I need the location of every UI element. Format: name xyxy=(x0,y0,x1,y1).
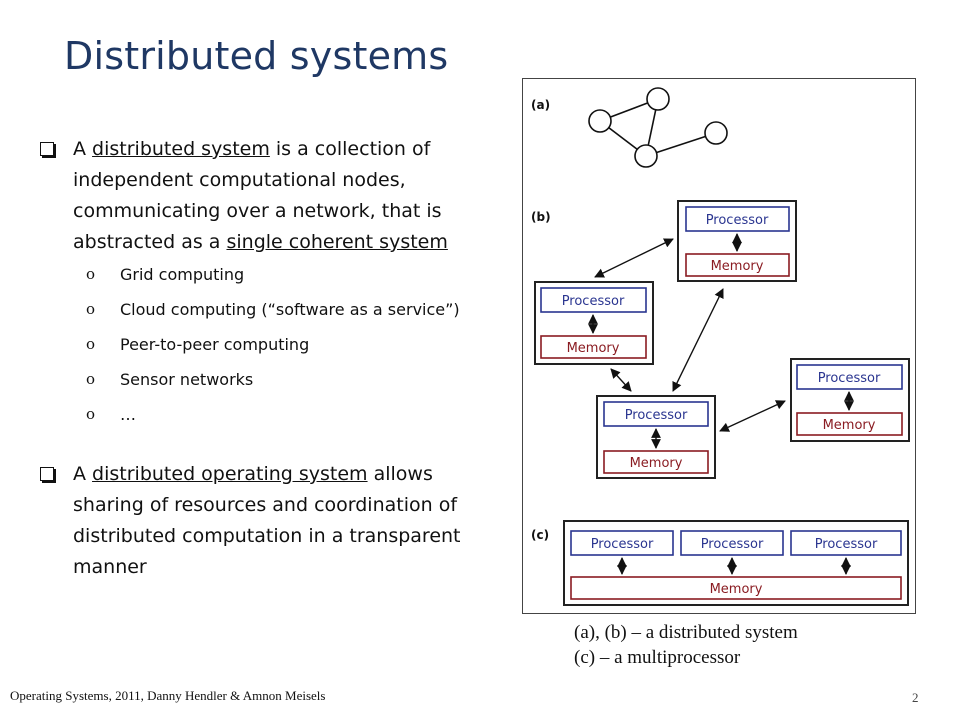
bullet-text-mid: is a collection of independent computati… xyxy=(73,138,442,253)
page-number: 2 xyxy=(912,690,919,705)
node-3 xyxy=(634,144,658,168)
node-b-left: Processor Memory xyxy=(534,281,654,365)
sub-marker: o xyxy=(86,370,96,388)
checkbox-bullet-icon xyxy=(40,467,54,481)
bullet-distributed-os: A distributed operating system allows sh… xyxy=(40,459,500,583)
sub-item-ellipsis: o… xyxy=(86,404,500,425)
sub-item-text: Sensor networks xyxy=(120,370,254,389)
processor-label: Processor xyxy=(591,537,654,552)
processor-label: Processor xyxy=(818,371,881,386)
sub-item-p2p: o Peer-to-peer computing xyxy=(86,334,500,355)
sub-item-cloud: o Cloud computing (“software as a service… xyxy=(86,299,500,320)
node-4 xyxy=(704,121,728,145)
checkbox-bullet-icon xyxy=(40,142,54,156)
memory-label: Memory xyxy=(823,418,876,433)
sub-item-text: Grid computing xyxy=(120,265,245,284)
graph-a xyxy=(588,87,728,168)
sub-item-grid: o Grid computing xyxy=(86,264,500,285)
node-b-bottom: Processor Memory xyxy=(596,395,716,479)
processor-label: Processor xyxy=(706,213,769,228)
term-distributed-operating-system: distributed operating system xyxy=(92,463,368,485)
bullet-list: A distributed system is a collection of … xyxy=(40,134,500,583)
processor-label: Processor xyxy=(562,294,625,309)
bullet-text-pre: A xyxy=(73,138,93,160)
node-1 xyxy=(588,109,612,133)
term-distributed-system: distributed system xyxy=(92,138,270,160)
sub-item-text: Cloud computing (“software as a service”… xyxy=(120,300,460,319)
memory-label: Memory xyxy=(567,341,620,356)
figure-caption: (a), (b) – a distributed system (c) – a … xyxy=(574,620,798,670)
sub-marker: o xyxy=(86,265,96,283)
sub-item-sensor: o Sensor networks xyxy=(86,369,500,390)
sub-marker: o xyxy=(86,405,96,423)
sub-item-text: … xyxy=(120,405,136,424)
processor-label: Processor xyxy=(815,537,878,552)
label-a: (a) xyxy=(531,98,550,112)
memory-label: Memory xyxy=(711,259,764,274)
node-b-top: Processor Memory xyxy=(677,200,797,282)
caption-line-2: (c) – a multiprocessor xyxy=(574,647,741,668)
footer-text: Operating Systems, 2011, Danny Hendler &… xyxy=(10,688,326,703)
node-2 xyxy=(646,87,670,111)
term-single-coherent-system: single coherent system xyxy=(226,231,448,253)
architecture-diagram: (a) (b) Processor Memory Processor xyxy=(531,87,910,606)
bullet-distributed-system: A distributed system is a collection of … xyxy=(40,134,500,258)
sub-marker: o xyxy=(86,300,96,318)
processor-label: Processor xyxy=(625,408,688,423)
memory-label: Memory xyxy=(710,582,763,597)
caption-line-1: (a), (b) – a distributed system xyxy=(574,622,798,643)
label-b: (b) xyxy=(531,210,551,224)
multiprocessor-c: Processor Processor Processor Memory xyxy=(563,520,909,606)
slide-title: Distributed systems xyxy=(64,34,449,78)
memory-label: Memory xyxy=(630,456,683,471)
network-links xyxy=(594,238,786,432)
sub-marker: o xyxy=(86,335,96,353)
bullet-text-pre: A xyxy=(73,463,93,485)
label-c: (c) xyxy=(531,528,549,542)
sub-item-text: Peer-to-peer computing xyxy=(120,335,310,354)
architecture-figure: (a) (b) Processor Memory Processor xyxy=(522,78,916,614)
processor-label: Processor xyxy=(701,537,764,552)
node-b-right: Processor Memory xyxy=(790,358,910,442)
bullet-text-post: allows sharing of resources and coordina… xyxy=(73,463,461,578)
